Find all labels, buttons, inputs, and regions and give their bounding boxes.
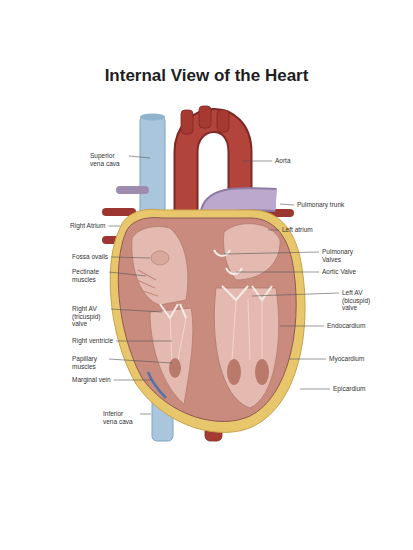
branch-vessel bbox=[181, 110, 193, 134]
part-label: Aortic Valve bbox=[322, 268, 356, 276]
part-label: Pulmonary Valves bbox=[322, 248, 362, 263]
part-label: Pulmonary trunk bbox=[297, 201, 344, 209]
part-label: Inferior vena cava bbox=[103, 410, 137, 425]
part-label: Marginal vein bbox=[72, 376, 111, 384]
branch-vessel bbox=[199, 106, 211, 128]
aortic-valve bbox=[226, 268, 242, 274]
leader-line bbox=[252, 293, 339, 296]
branch-vessel bbox=[217, 110, 229, 132]
left-ventricle-cavity bbox=[214, 288, 278, 408]
bicuspid-valve bbox=[222, 286, 272, 300]
part-label: Fossa ovalis bbox=[72, 253, 108, 261]
fossa-ovalis bbox=[151, 251, 169, 265]
pectinate-ridges bbox=[137, 270, 158, 296]
chordae-tendineae bbox=[170, 300, 262, 360]
part-label: Epicardium bbox=[333, 385, 366, 393]
leader-line bbox=[268, 230, 279, 231]
leader-line bbox=[111, 309, 162, 312]
vein-stub bbox=[106, 208, 132, 216]
leader-line bbox=[108, 226, 120, 227]
part-label: Endocardium bbox=[327, 322, 365, 330]
part-label: Papillary muscles bbox=[72, 355, 106, 370]
epicardium bbox=[110, 209, 305, 432]
vessel-opening bbox=[140, 114, 165, 121]
part-label: Superior vena cava bbox=[90, 152, 126, 167]
leader-line bbox=[140, 414, 151, 415]
papillary-muscle bbox=[227, 359, 241, 385]
part-label: Right ventricle bbox=[72, 337, 113, 345]
marginal-vein bbox=[148, 372, 166, 398]
leader-line bbox=[289, 359, 326, 360]
part-label: Pectinate muscles bbox=[72, 268, 106, 283]
papillary-muscle bbox=[255, 359, 269, 385]
leader-line bbox=[116, 341, 172, 342]
artery-stub bbox=[120, 186, 145, 194]
part-label: Left atrium bbox=[282, 226, 313, 234]
part-label: Aorta bbox=[275, 157, 291, 165]
pulmonary-valve bbox=[214, 250, 230, 256]
papillary-muscle bbox=[169, 358, 181, 378]
leader-line bbox=[109, 272, 146, 276]
leader-line bbox=[109, 359, 172, 363]
left-atrium-cavity bbox=[224, 224, 281, 280]
leader-line bbox=[224, 252, 319, 254]
part-label: Right Atrium bbox=[70, 222, 105, 230]
title: Internal View of the Heart bbox=[0, 66, 413, 86]
leader-line bbox=[300, 389, 330, 390]
leader-lines bbox=[108, 156, 339, 414]
part-label: Right AV (tricuspid) valve bbox=[72, 305, 108, 328]
leader-line bbox=[280, 326, 324, 327]
myocardium bbox=[118, 218, 296, 422]
leader-line bbox=[236, 272, 319, 273]
tricuspid-valve bbox=[160, 304, 186, 318]
leader-line bbox=[129, 156, 150, 158]
right-atrium-cavity bbox=[132, 226, 188, 305]
leader-line bbox=[114, 380, 152, 381]
leader-line bbox=[280, 204, 294, 205]
part-label: Left AV (bicuspid) valve bbox=[342, 289, 376, 312]
leader-line bbox=[242, 161, 272, 162]
part-label: Myocardium bbox=[329, 355, 364, 363]
leader-line bbox=[111, 257, 150, 258]
